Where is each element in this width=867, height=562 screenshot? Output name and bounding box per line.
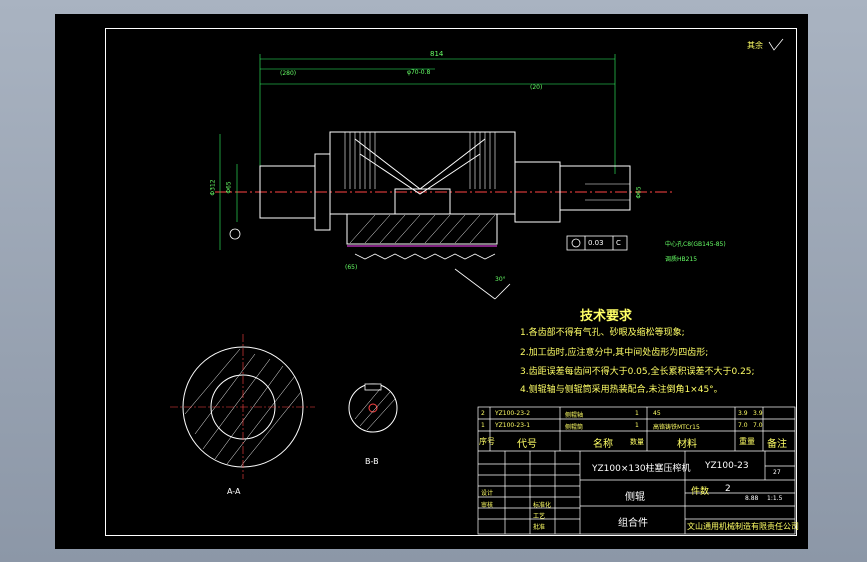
section-aa-label: A-A (227, 487, 241, 496)
section-bb-label: B-B (365, 457, 379, 466)
dia-left: Φ312 (209, 179, 217, 196)
part-row-material: 高铬铸铁MTCr15 (653, 424, 700, 431)
drawing-border (105, 28, 797, 536)
title-block-grid (477, 406, 796, 535)
angle-label: 30° (495, 276, 506, 283)
tech-req-item-3: 3.齿距误差每齿间不得大于0.05,全长累积误差不大于0.25; (520, 367, 755, 377)
heat-treat-note: 调质HB215 (665, 256, 698, 263)
center-hole-note: 中心孔C8(GB145-85) (665, 241, 726, 248)
header-name: 名称 (593, 439, 613, 450)
row-label-review: 审核 (481, 502, 494, 509)
qty-value: 2 (725, 484, 731, 494)
sheet-number: 27 (773, 469, 781, 476)
header-material: 材料 (677, 439, 697, 450)
part-row-name: 侧辊轴 (565, 412, 584, 419)
part-row-w1: 3.9 (738, 410, 748, 417)
part-row-code: YZ100-23-2 (495, 410, 531, 417)
roughness-icon (768, 38, 784, 51)
header-weight: 重量 (739, 437, 755, 446)
main-view-drawing (170, 54, 796, 535)
tech-req-title: 技术要求 (580, 309, 633, 324)
part-row-material: 45 (653, 410, 661, 417)
company-name: 文山通用机械制造有限责任公司 (687, 522, 799, 531)
scale-value: 1:1.5 (767, 495, 783, 502)
dim-left-bottom: (65) (345, 264, 358, 271)
teeth-right (469, 132, 496, 189)
project-title: YZ100×130柱塞压榨机 (592, 464, 691, 474)
part-row-w2: 3.9 (753, 410, 763, 417)
part-row-name: 侧辊筒 (565, 424, 584, 431)
part-row-no: 1 (481, 422, 485, 429)
part-row-qty: 1 (635, 410, 639, 417)
header-no: 序号 (479, 437, 495, 446)
assembly-label: 组合件 (618, 518, 648, 529)
section-bb (348, 383, 398, 433)
header-code: 代号 (517, 439, 537, 450)
row-label-process: 工艺 (533, 513, 546, 520)
row-label-design: 设计 (481, 490, 494, 497)
weight-value: 8.88 (745, 495, 759, 502)
hatching (349, 214, 496, 244)
dim-right: (20) (530, 84, 543, 91)
part-row-code: YZ100-23-1 (495, 422, 531, 429)
part-row-w2: 7.0 (753, 422, 763, 429)
dim-left: (280) (280, 70, 297, 77)
tech-req-item-1: 1.各齿部不得有气孔、砂眼及缩松等现象; (520, 328, 685, 338)
dia-right: Φ65 (635, 186, 643, 199)
dim-mid: φ70-0.8 (407, 69, 431, 76)
roll-body (329, 131, 516, 215)
part-row-no: 2 (481, 410, 485, 417)
tech-req-item-2: 2.加工齿时,应注意分中,其中间处齿形为四齿形; (520, 348, 709, 358)
section-aa (170, 334, 315, 479)
drawing-number: YZ100-23 (705, 461, 749, 471)
tolerance-ref: C (616, 239, 621, 247)
part-name: 侧辊 (625, 492, 645, 503)
dim-overall: 814 (430, 50, 444, 58)
dia-shaft: Φ65 (225, 181, 233, 194)
header-qty: 数量 (630, 438, 644, 446)
part-row-w1: 7.0 (738, 422, 748, 429)
qty-label: 件数 (691, 487, 710, 497)
row-label-standard: 标准化 (533, 502, 552, 509)
tolerance-value: 0.03 (588, 239, 604, 247)
roughness-note: 其余 (747, 41, 763, 50)
right-shaft (559, 165, 631, 211)
drawing-sheet: 814 (280) φ70-0.8 (20) (65) Φ312 Φ65 Φ65… (55, 14, 808, 549)
header-note: 备注 (767, 439, 787, 450)
row-label-approve: 批准 (533, 524, 546, 531)
tech-req-item-4: 4.侧辊轴与侧辊筒采用热装配合,未注倒角1×45°。 (520, 385, 723, 395)
part-row-qty: 1 (635, 422, 639, 429)
